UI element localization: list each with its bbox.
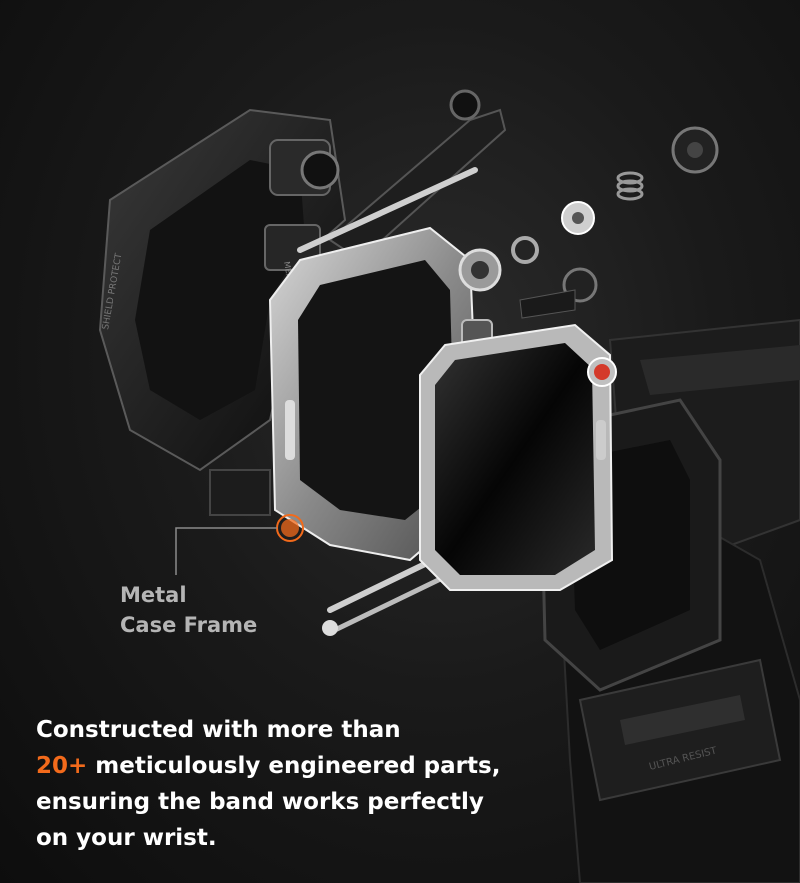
parts-count: 20+ <box>36 753 88 779</box>
headline-line-2: 20+ meticulously engineered parts, <box>36 748 596 784</box>
headline-line-3: ensuring the band works perfectly <box>36 789 484 815</box>
headline-line-4: on your wrist. <box>36 825 217 851</box>
headline-line-1: Constructed with more than <box>36 717 401 743</box>
headline: Constructed with more than 20+ meticulou… <box>36 712 596 856</box>
callout-line-2: Case Frame <box>120 613 258 637</box>
callout-line-1: Metal <box>120 583 187 607</box>
headline-line-2-rest: meticulously engineered parts, <box>87 753 501 779</box>
callout-marker <box>175 514 304 575</box>
small-parts <box>511 126 719 319</box>
callout-label: Metal Case Frame <box>120 580 257 640</box>
watch-body <box>419 323 617 591</box>
